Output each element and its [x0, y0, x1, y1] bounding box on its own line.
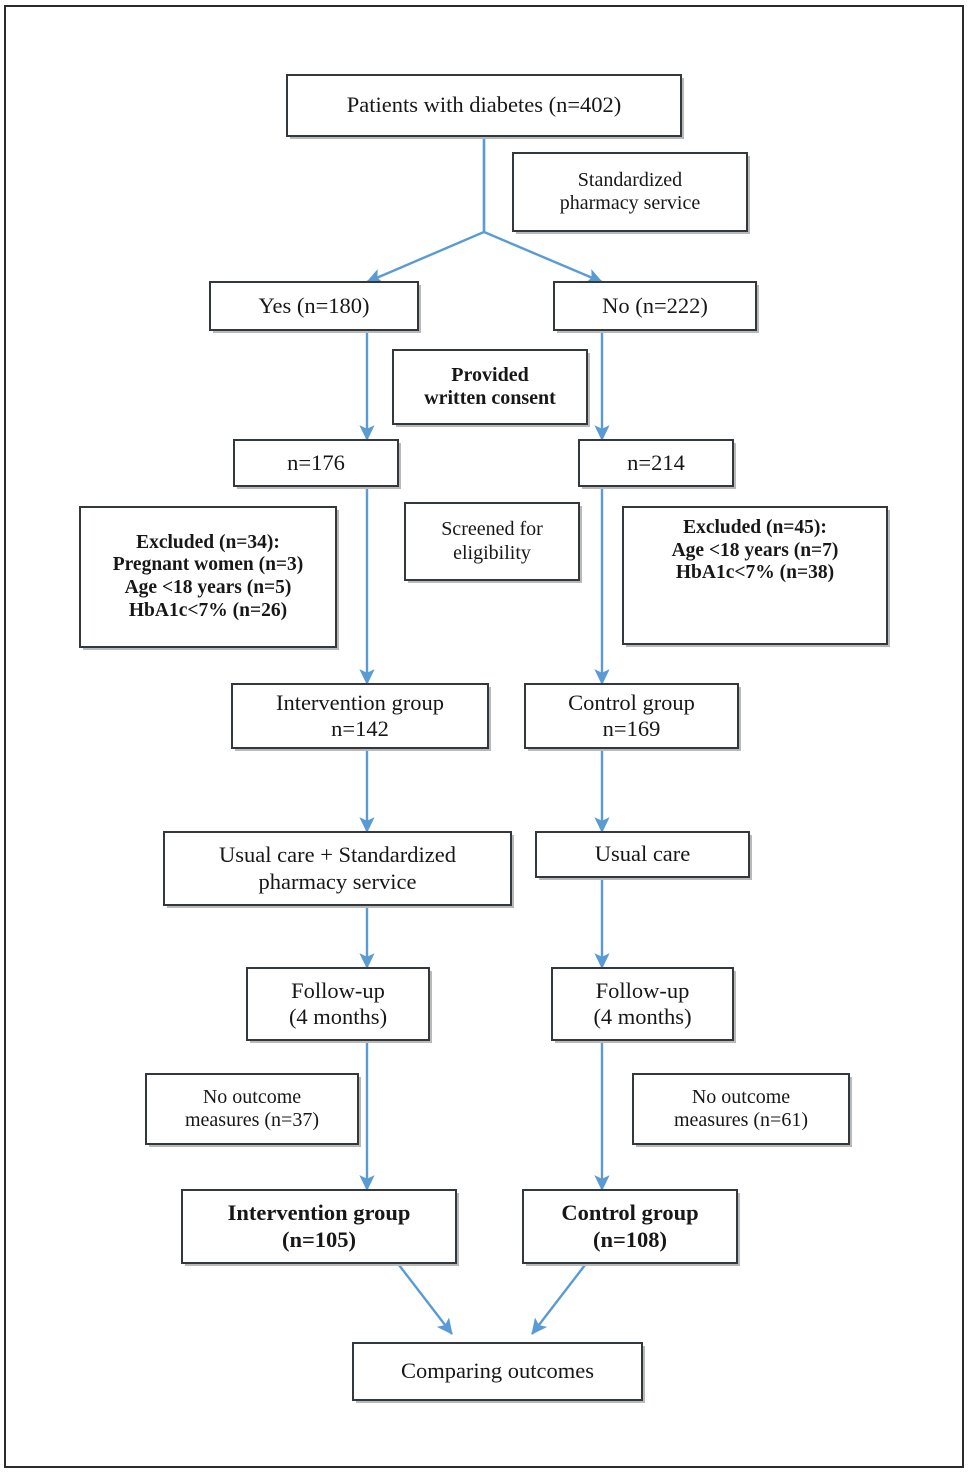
node-intervention-group-analyzed[interactable]: Intervention group (n=105) [181, 1189, 457, 1264]
node-intervention-group-allocated[interactable]: Intervention group n=142 [231, 683, 489, 749]
node-excluded-right-label: Excluded (n=45): Age <18 years (n=7) HbA… [671, 517, 839, 584]
node-consented-right-label: n=214 [627, 449, 685, 475]
node-control-group-allocated-label: Control group n=169 [568, 689, 695, 741]
node-control-group-analyzed-label: Control group (n=108) [561, 1200, 699, 1252]
annotation-provided-written-consent-label: Provided written consent [424, 363, 556, 409]
node-excluded-right[interactable]: Excluded (n=45): Age <18 years (n=7) HbA… [622, 506, 888, 645]
node-no-outcome-left-label: No outcome measures (n=37) [184, 1085, 319, 1131]
node-patients-total[interactable]: Patients with diabetes (n=402) [286, 74, 682, 137]
node-followup-left-label: Follow-up (4 months) [288, 977, 388, 1029]
annotation-provided-written-consent[interactable]: Provided written consent [392, 349, 588, 425]
node-usual-care[interactable]: Usual care [535, 831, 750, 878]
node-consented-right[interactable]: n=214 [578, 439, 734, 487]
node-consented-left-label: n=176 [287, 449, 345, 475]
node-comparing-outcomes[interactable]: Comparing outcomes [352, 1342, 643, 1401]
node-comparing-outcomes-label: Comparing outcomes [400, 1358, 595, 1384]
node-usual-care-plus[interactable]: Usual care + Standardized pharmacy servi… [163, 831, 512, 906]
node-control-group-analyzed[interactable]: Control group (n=108) [522, 1189, 738, 1264]
node-patients-total-label: Patients with diabetes (n=402) [346, 92, 622, 118]
node-followup-right[interactable]: Follow-up (4 months) [551, 967, 734, 1041]
node-intervention-group-analyzed-label: Intervention group (n=105) [227, 1200, 411, 1252]
node-followup-left[interactable]: Follow-up (4 months) [246, 967, 430, 1041]
node-yes-branch-label: Yes (n=180) [258, 292, 370, 318]
annotation-standardized-pharmacy-service-label: Standardized pharmacy service [559, 168, 701, 214]
node-control-group-allocated[interactable]: Control group n=169 [524, 683, 739, 749]
node-intervention-group-allocated-label: Intervention group n=142 [275, 689, 445, 741]
annotation-screened-for-eligibility-label: Screened for eligibility [441, 518, 543, 564]
node-usual-care-label: Usual care [594, 841, 691, 867]
node-no-branch-label: No (n=222) [602, 292, 708, 318]
node-no-outcome-left[interactable]: No outcome measures (n=37) [145, 1073, 359, 1145]
node-no-branch[interactable]: No (n=222) [553, 281, 757, 331]
annotation-standardized-pharmacy-service[interactable]: Standardized pharmacy service [512, 152, 748, 232]
node-excluded-left-label: Excluded (n=34): Pregnant women (n=3) Ag… [112, 531, 304, 621]
node-no-outcome-right-label: No outcome measures (n=61) [673, 1085, 808, 1131]
node-consented-left[interactable]: n=176 [233, 439, 399, 487]
node-followup-right-label: Follow-up (4 months) [593, 977, 692, 1029]
node-excluded-left[interactable]: Excluded (n=34): Pregnant women (n=3) Ag… [79, 506, 337, 648]
node-no-outcome-right[interactable]: No outcome measures (n=61) [632, 1073, 850, 1145]
node-usual-care-plus-label: Usual care + Standardized pharmacy servi… [219, 842, 456, 894]
annotation-screened-for-eligibility[interactable]: Screened for eligibility [404, 502, 580, 581]
node-yes-branch[interactable]: Yes (n=180) [209, 281, 419, 331]
